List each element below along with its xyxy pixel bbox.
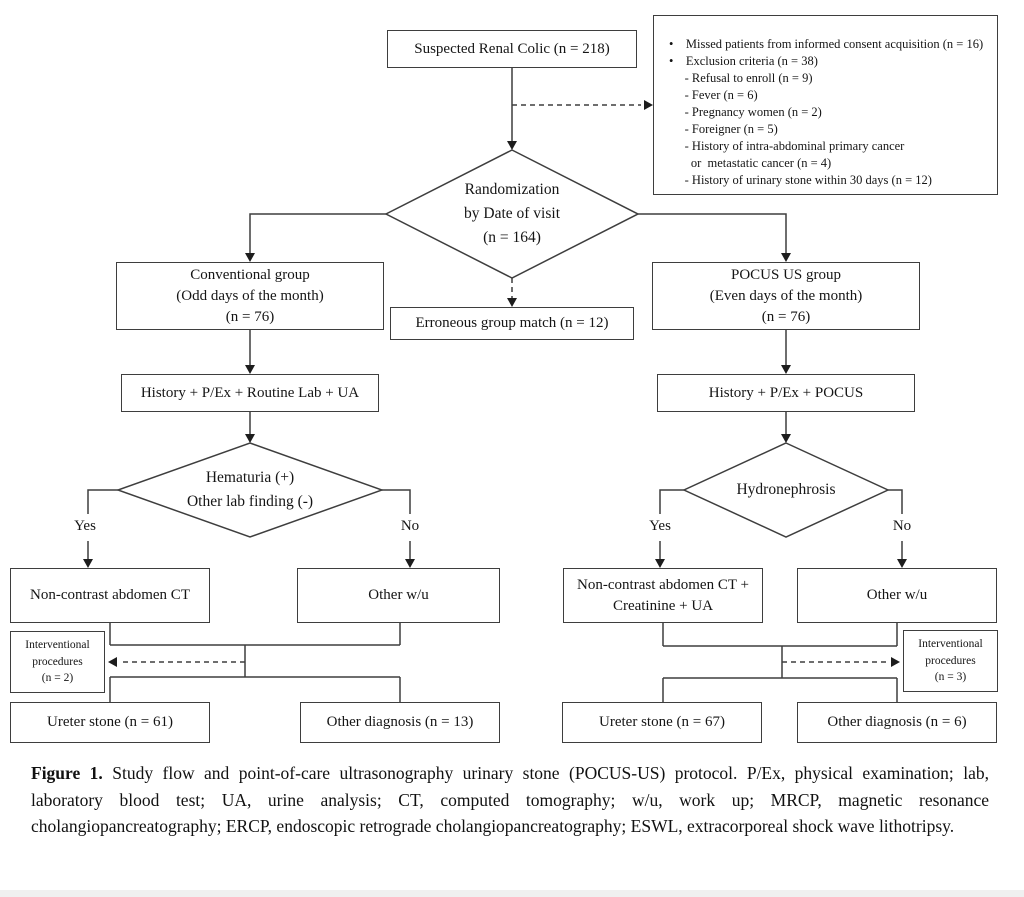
hydronephrosis-diamond-shape [682, 442, 890, 538]
randomization-diamond-shape [384, 149, 640, 279]
hematuria-diamond-shape [115, 442, 385, 538]
other-diagnosis-left-box: Other diagnosis (n = 13) [300, 702, 500, 743]
erroneous-group-match-box: Erroneous group match (n = 12) [390, 307, 634, 340]
exclusion-line: - Pregnancy women (n = 2) [669, 105, 822, 119]
solid-connector-lines [87, 68, 903, 703]
exclusion-line: - Fever (n = 6) [669, 88, 758, 102]
branch-label-yes-left: Yes [74, 518, 96, 534]
exclusion-line: or metastatic cancer (n = 4) [669, 156, 832, 170]
hydronephrosis-diamond-label: Hydronephrosis [736, 481, 836, 498]
ureter-stone-right-box: Ureter stone (n = 67) [562, 702, 762, 743]
branch-label-yes-right: Yes [649, 518, 671, 534]
figure-caption-label: Figure 1. [31, 763, 103, 783]
arrowheads [83, 100, 907, 667]
exclusion-line: - Foreigner (n = 5) [669, 122, 778, 136]
branch-label-no-right: No [892, 518, 912, 534]
exclusion-line: - History of urinary stone within 30 day… [669, 173, 932, 187]
other-workup-left-box: Other w/u [297, 568, 500, 623]
noncontrast-ct-creatinine-right-box: Non-contrast abdomen CT + Creatinine + U… [563, 568, 763, 623]
interventional-procedures-left-box: Interventional procedures (n = 2) [10, 631, 105, 693]
conventional-group-box: Conventional group (Odd days of the mont… [116, 262, 384, 330]
dashed-connector-lines [119, 104, 889, 663]
other-diagnosis-right-box: Other diagnosis (n = 6) [797, 702, 997, 743]
noncontrast-ct-left-box: Non-contrast abdomen CT [10, 568, 210, 623]
interventional-procedures-right-box: Interventional procedures (n = 3) [903, 630, 998, 692]
exclusion-line: • Missed patients from informed consent … [669, 37, 984, 51]
other-workup-right-box: Other w/u [797, 568, 997, 623]
randomization-diamond-label: Randomization by Date of visit (n = 164) [464, 181, 560, 246]
page-bottom-strip [0, 890, 1024, 897]
exclusion-line: • Exclusion criteria (n = 38) [669, 54, 818, 68]
history-routine-lab-box: History + P/Ex + Routine Lab + UA [121, 374, 379, 412]
pocus-group-box: POCUS US group (Even days of the month) … [652, 262, 920, 330]
exclusion-criteria-box: • Missed patients from informed consent … [653, 15, 998, 195]
hematuria-diamond-label: Hematuria (+) Other lab finding (-) [186, 469, 314, 510]
ureter-stone-left-box: Ureter stone (n = 61) [10, 702, 210, 743]
exclusion-line: - History of intra-abdominal primary can… [669, 139, 905, 153]
exclusion-line: - Refusal to enroll (n = 9) [669, 71, 813, 85]
figure-caption-text: Study flow and point-of-care ultrasonogr… [31, 763, 989, 837]
decision-diamonds [115, 149, 890, 538]
history-pocus-box: History + P/Ex + POCUS [657, 374, 915, 412]
figure-caption: Figure 1. Study flow and point-of-care u… [31, 760, 989, 840]
branch-label-no-left: No [400, 518, 420, 534]
suspected-renal-colic-box: Suspected Renal Colic (n = 218) [387, 30, 637, 68]
